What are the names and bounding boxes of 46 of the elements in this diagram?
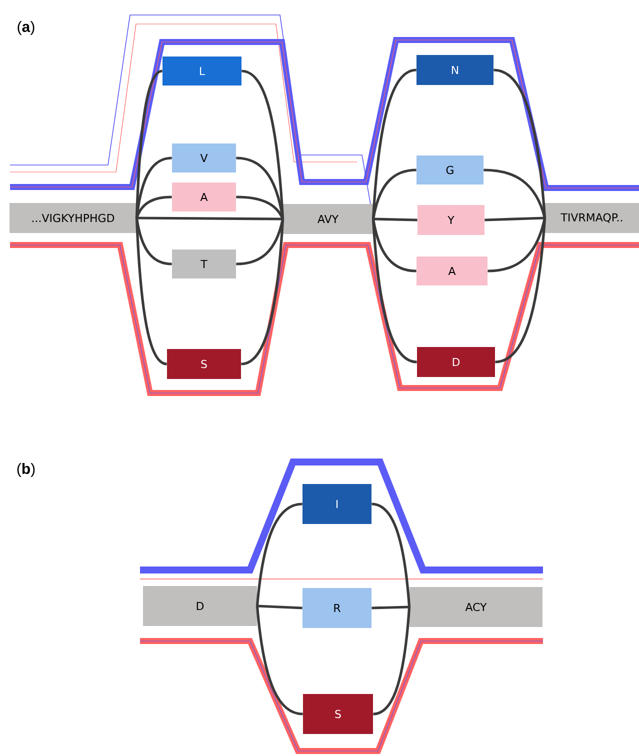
residue-box: Y: [418, 205, 484, 235]
connector-line: [256, 606, 303, 716]
sequence-box: ...VIGKYHPHGD: [10, 203, 136, 233]
residue-box: L: [162, 56, 242, 86]
residue-box: S: [303, 694, 373, 734]
connector-line: [236, 218, 284, 266]
connector-line: [135, 196, 172, 218]
connector-line: [373, 218, 418, 222]
residue-box: V: [172, 144, 236, 172]
connector-line: [136, 216, 283, 220]
connector-line: [135, 218, 168, 366]
sequence-box: TIVRMAQP..: [545, 203, 639, 233]
connector-line: [241, 218, 284, 366]
connector-line: [256, 502, 302, 606]
connector-line: [242, 70, 284, 220]
connector-line: [236, 156, 284, 220]
residue-box: I: [302, 484, 372, 524]
connector-line: [257, 604, 302, 610]
connector-line: [372, 218, 417, 364]
sequence-box: ACY: [410, 587, 542, 627]
connector-line: [372, 168, 416, 220]
connector-line: [484, 216, 545, 222]
connector-line: [484, 168, 546, 218]
sequence-box: D: [143, 586, 257, 626]
connector-line: [135, 218, 172, 266]
residue-box: D: [417, 347, 495, 377]
connector-line: [488, 218, 546, 272]
connector-line: [372, 502, 411, 608]
sequence-box: AVY: [283, 204, 373, 234]
residue-box: G: [416, 156, 484, 184]
connector-line: [372, 218, 416, 272]
connector-line: [372, 606, 410, 610]
residue-box: S: [167, 349, 241, 379]
connector-line: [373, 606, 411, 716]
connector-line: [236, 196, 284, 220]
residue-box: T: [172, 250, 236, 278]
connector-line: [372, 68, 416, 220]
panel-label: (a): [18, 21, 34, 35]
panel-label: (b): [17, 463, 35, 477]
connector-line: [135, 156, 172, 218]
residue-box: N: [416, 55, 494, 85]
connector-line: [495, 218, 546, 364]
connector-line: [494, 68, 546, 218]
residue-box: A: [172, 182, 236, 212]
residue-box: R: [302, 588, 372, 628]
residue-box: A: [416, 256, 488, 286]
